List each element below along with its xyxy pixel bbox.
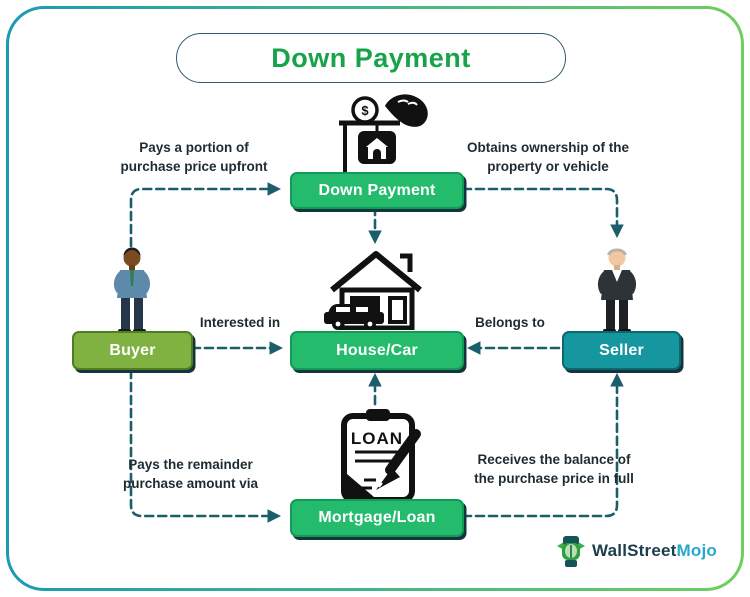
node-mortgage-loan-label: Mortgage/Loan (318, 509, 436, 526)
label-belongs-to: Belongs to (475, 315, 545, 330)
node-down-payment: Down Payment (290, 172, 464, 209)
edge-buyer-to-mortgage (129, 368, 282, 523)
wallstreetmojo-mascot-icon (557, 536, 585, 567)
loan-label: LOAN (351, 429, 403, 448)
title-pill: Down Payment (176, 33, 566, 83)
node-mortgage-loan: Mortgage/Loan (290, 499, 464, 537)
label-obtains-ownership: Obtains ownership of the property or veh… (466, 140, 629, 174)
house-car-icon (324, 251, 422, 330)
edge-downpayment-to-seller (461, 187, 624, 239)
wallstreetmojo-logo: WallStreetMojo (556, 534, 717, 568)
dollar-sign: $ (361, 103, 369, 118)
label-receives-balance: Receives the balance of the purchase pri… (474, 452, 634, 486)
edge-buyer-to-downpayment (129, 182, 282, 248)
label-pays-portion: Pays a portion of purchase price upfront (120, 140, 268, 174)
down-payment-money-icon: $ (339, 94, 428, 172)
node-buyer: Buyer (72, 331, 193, 370)
node-down-payment-label: Down Payment (318, 181, 436, 199)
wallstreetmojo-wordmark: WallStreetMojo (592, 541, 717, 560)
label-interested-in: Interested in (199, 315, 281, 330)
node-seller-label: Seller (599, 341, 644, 359)
node-seller: Seller (562, 331, 681, 370)
node-house-car: House/Car (290, 331, 464, 370)
page-title: Down Payment (271, 42, 471, 73)
edge-mortgage-to-seller (461, 372, 624, 518)
buyer-person-icon (113, 247, 151, 333)
loan-document-icon: LOAN (341, 409, 421, 503)
seller-person-icon (597, 248, 637, 333)
node-house-car-label: House/Car (336, 341, 418, 359)
label-pays-remainder: Pays the remainder purchase amount via (122, 457, 259, 491)
node-buyer-label: Buyer (109, 341, 156, 359)
